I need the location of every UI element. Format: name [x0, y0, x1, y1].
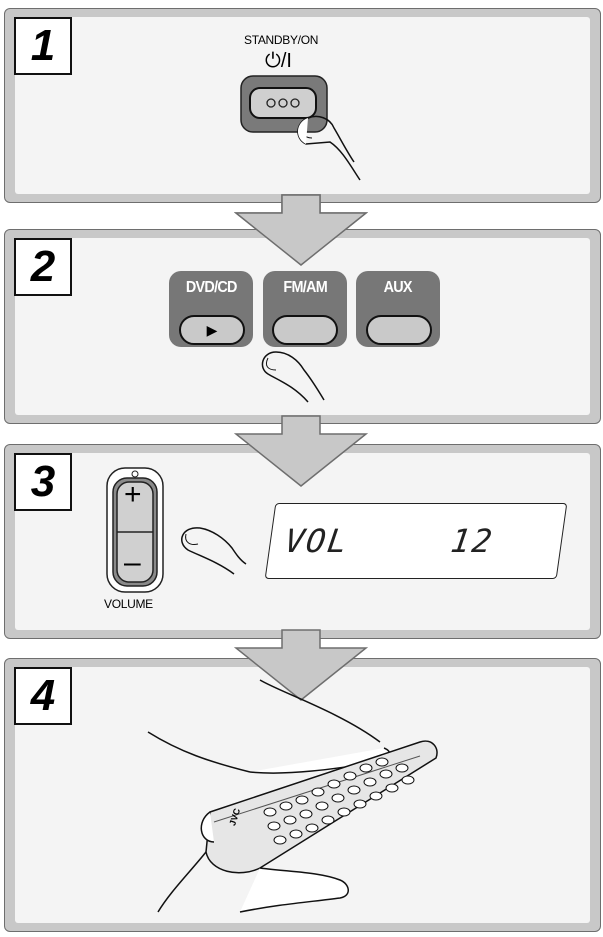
aux-button[interactable]	[366, 315, 432, 345]
power-symbol: ⏻/I	[265, 50, 292, 72]
dvd-cd-play-button[interactable]: ▶	[179, 315, 245, 345]
step-1-panel: 1	[4, 8, 601, 203]
volume-control[interactable]	[105, 466, 165, 594]
finger-icon	[261, 351, 325, 403]
dvd-cd-label: DVD/CD	[185, 279, 238, 296]
arrow-3-to-4	[233, 629, 369, 701]
fm-am-button[interactable]	[272, 315, 338, 345]
volume-plus-button[interactable]: +	[124, 478, 142, 511]
display-vol-text: VOL	[282, 522, 352, 560]
arrow-1-to-2-overlay	[233, 194, 369, 266]
finger-icon	[297, 115, 361, 181]
step-3-number: 3	[14, 453, 72, 511]
volume-minus-button[interactable]: –	[124, 546, 141, 579]
standby-button[interactable]	[240, 75, 330, 135]
step-1-number: 1	[14, 17, 72, 75]
step-4-number: 4	[14, 667, 72, 725]
step-2-number: 2	[14, 238, 72, 296]
fm-am-label: FM/AM	[283, 279, 327, 296]
finger-icon	[181, 527, 247, 575]
volume-label: VOLUME	[104, 597, 153, 611]
standby-on-label: STANDBY/ON	[244, 33, 319, 47]
display-vol-value: 12	[448, 522, 497, 560]
remote-control-illustration	[147, 679, 438, 913]
play-icon: ▶	[206, 321, 218, 338]
lcd-display: VOL 12	[264, 503, 568, 579]
aux-label: AUX	[383, 279, 413, 296]
arrow-2-to-3	[233, 415, 369, 487]
